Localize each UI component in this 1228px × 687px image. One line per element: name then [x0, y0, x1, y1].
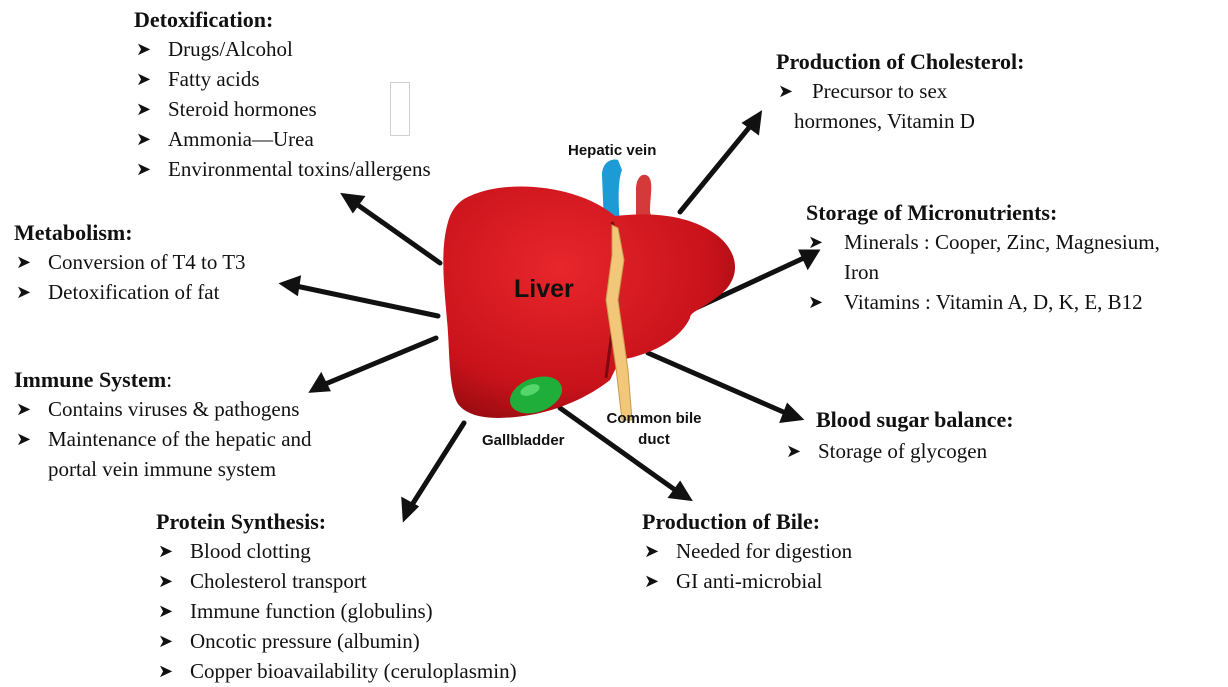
- arrow-bullet-icon: ➤: [158, 566, 173, 596]
- list-item: ➤Contains viruses & pathogens: [14, 394, 312, 424]
- arrow-bullet-icon: ➤: [644, 536, 659, 566]
- production-of-bile-block: Production of Bile: ➤Needed for digestio…: [642, 508, 852, 596]
- list-item: ➤Blood clotting: [156, 536, 517, 566]
- detoxification-list: ➤Drugs/Alcohol ➤Fatty acids ➤Steroid hor…: [134, 34, 431, 184]
- arrow-bullet-icon: ➤: [158, 626, 173, 656]
- arrow-bullet-icon: ➤: [16, 424, 31, 454]
- immune-system-title: Immune System:: [14, 366, 312, 394]
- arrow-bullet-icon: ➤: [16, 277, 31, 307]
- list-item: ➤Drugs/Alcohol: [134, 34, 431, 64]
- immune-system-block: Immune System: ➤Contains viruses & patho…: [14, 366, 312, 484]
- list-item: ➤Fatty acids: [134, 64, 431, 94]
- metabolism-block: Metabolism: ➤Conversion of T4 to T3 ➤Det…: [14, 219, 246, 307]
- arrow-detoxification: [345, 196, 440, 263]
- arrow-bullet-icon: ➤: [808, 227, 823, 257]
- arrow-bullet-icon: ➤: [136, 34, 151, 64]
- protein-synthesis-list: ➤Blood clotting ➤Cholesterol transport ➤…: [156, 536, 517, 686]
- arrow-bullet-icon: ➤: [158, 656, 173, 686]
- list-item: ➤Minerals : Cooper, Zinc, Magnesium,Iron: [806, 227, 1160, 287]
- arrow-protein-synthesis: [404, 423, 464, 517]
- blood-sugar-balance-title: Blood sugar balance:: [816, 406, 1014, 434]
- arrow-bullet-icon: ➤: [136, 154, 151, 184]
- immune-system-list: ➤Contains viruses & pathogens ➤Maintenan…: [14, 394, 312, 484]
- arrow-immune-system: [313, 338, 436, 390]
- hepatic-vein-label: Hepatic vein: [568, 140, 656, 161]
- arrow-bullet-icon: ➤: [808, 287, 823, 317]
- arrow-bullet-icon: ➤: [136, 124, 151, 154]
- list-item-continuation: hormones, Vitamin D: [776, 106, 1025, 136]
- liver-shape: [443, 186, 735, 417]
- production-of-cholesterol-block: Production of Cholesterol: ➤Precursor to…: [776, 48, 1025, 136]
- arrow-bullet-icon: ➤: [158, 596, 173, 626]
- protein-synthesis-title: Protein Synthesis:: [156, 508, 517, 536]
- list-item: ➤GI anti-microbial: [642, 566, 852, 596]
- bile-duct-label-line2: duct: [604, 429, 704, 450]
- list-item: ➤Precursor to sex: [776, 76, 1025, 106]
- arrow-bullet-icon: ➤: [136, 64, 151, 94]
- blood-sugar-balance-list-block: ➤Storage of glycogen: [784, 436, 987, 466]
- list-item: ➤Conversion of T4 to T3: [14, 247, 246, 277]
- list-item: ➤Cholesterol transport: [156, 566, 517, 596]
- storage-of-micronutrients-block: Storage of Micronutrients:: [806, 199, 1057, 227]
- detoxification-title: Detoxification:: [134, 6, 431, 34]
- list-item: ➤Oncotic pressure (albumin): [156, 626, 517, 656]
- storage-of-micronutrients-title: Storage of Micronutrients:: [806, 199, 1057, 227]
- gallbladder-label: Gallbladder: [482, 430, 565, 451]
- list-item: ➤Ammonia—Urea: [134, 124, 431, 154]
- arrow-bullet-icon: ➤: [16, 247, 31, 277]
- production-of-cholesterol-title: Production of Cholesterol:: [776, 48, 1025, 76]
- arrow-cholesterol: [680, 115, 759, 212]
- bile-duct-label: Common bile duct: [604, 408, 704, 450]
- list-item: ➤Steroid hormones: [134, 94, 431, 124]
- arrow-bullet-icon: ➤: [136, 94, 151, 124]
- production-of-cholesterol-list: ➤Precursor to sex hormones, Vitamin D: [776, 76, 1025, 136]
- metabolism-title: Metabolism:: [14, 219, 246, 247]
- arrow-bullet-icon: ➤: [16, 394, 31, 424]
- list-item: ➤Needed for digestion: [642, 536, 852, 566]
- arrow-bullet-icon: ➤: [644, 566, 659, 596]
- metabolism-list: ➤Conversion of T4 to T3 ➤Detoxification …: [14, 247, 246, 307]
- list-item: ➤Copper bioavailability (ceruloplasmin): [156, 656, 517, 686]
- production-of-bile-list: ➤Needed for digestion ➤GI anti-microbial: [642, 536, 852, 596]
- list-item: ➤Environmental toxins/allergens: [134, 154, 431, 184]
- storage-of-micronutrients-list-block: ➤Minerals : Cooper, Zinc, Magnesium,Iron…: [806, 227, 1160, 317]
- protein-synthesis-block: Protein Synthesis: ➤Blood clotting ➤Chol…: [156, 508, 517, 686]
- arrow-bullet-icon: ➤: [786, 436, 801, 466]
- blood-sugar-balance-block: Blood sugar balance:: [816, 406, 1014, 434]
- list-item: ➤Storage of glycogen: [784, 436, 987, 466]
- arrow-bullet-icon: ➤: [778, 76, 793, 106]
- blood-sugar-balance-list: ➤Storage of glycogen: [784, 436, 987, 466]
- liver-label: Liver: [514, 275, 574, 304]
- storage-of-micronutrients-list: ➤Minerals : Cooper, Zinc, Magnesium,Iron…: [806, 227, 1160, 317]
- bile-duct-label-line1: Common bile: [604, 408, 704, 429]
- detoxification-block: Detoxification: ➤Drugs/Alcohol ➤Fatty ac…: [134, 6, 431, 184]
- list-item: ➤Immune function (globulins): [156, 596, 517, 626]
- list-item: ➤Detoxification of fat: [14, 277, 246, 307]
- list-item: ➤Vitamins : Vitamin A, D, K, E, B12: [806, 287, 1160, 317]
- production-of-bile-title: Production of Bile:: [642, 508, 852, 536]
- arrow-bullet-icon: ➤: [158, 536, 173, 566]
- arrow-metabolism: [284, 279, 438, 316]
